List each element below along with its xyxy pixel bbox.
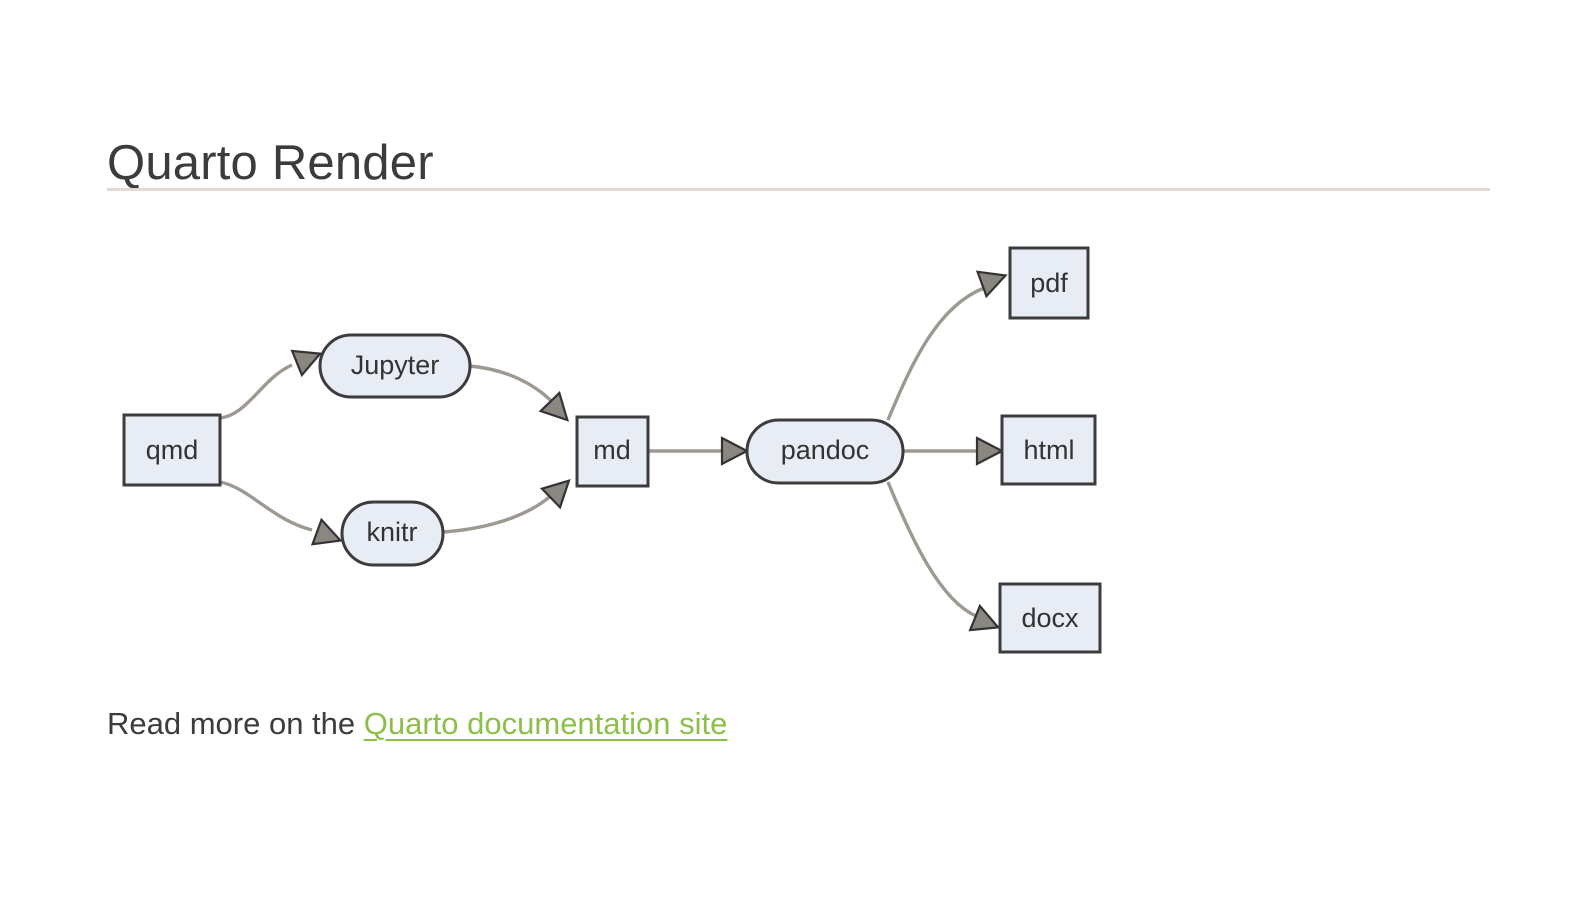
- node-qmd[interactable]: qmd: [122, 413, 222, 487]
- edge-pandoc-to-docx: [886, 481, 977, 618]
- node-pdf-label: pdf: [1030, 268, 1068, 298]
- node-md[interactable]: md: [575, 415, 650, 488]
- arrowhead-into-md-top: [538, 390, 570, 422]
- node-knitr[interactable]: knitr: [340, 500, 445, 567]
- node-html-shape: [1000, 414, 1097, 486]
- node-qmd-shape: [122, 413, 222, 487]
- edge-jupyter-to-md: [469, 364, 558, 408]
- node-md-shape: [575, 415, 650, 488]
- arrowhead-into-pandoc: [720, 436, 750, 466]
- node-pandoc[interactable]: pandoc: [745, 418, 905, 485]
- node-docx[interactable]: docx: [998, 582, 1102, 654]
- node-pandoc-shape: [745, 418, 905, 485]
- node-jupyter-shape: [318, 333, 472, 399]
- title-divider: [107, 188, 1490, 191]
- node-pdf[interactable]: pdf: [1008, 246, 1090, 320]
- flowchart-canvas: qmd Jupyter knitr md pandoc: [122, 246, 1102, 654]
- edge-pandoc-to-pdf: [886, 286, 985, 421]
- node-pandoc-label: pandoc: [781, 435, 870, 465]
- node-jupyter-label: Jupyter: [351, 350, 440, 380]
- arrowhead-group: [290, 270, 1008, 632]
- edge-qmd-to-jupyter: [219, 363, 293, 420]
- arrowhead-into-md-bottom: [539, 478, 571, 510]
- node-html-label: html: [1023, 435, 1074, 465]
- read-more-lead: Read more on the: [107, 706, 364, 741]
- node-docx-label: docx: [1021, 603, 1079, 633]
- arrowhead-into-docx: [968, 603, 1001, 632]
- arrowhead-into-html: [975, 436, 1005, 466]
- quarto-documentation-link[interactable]: Quarto documentation site: [363, 706, 728, 741]
- node-pdf-shape: [1008, 246, 1090, 320]
- node-knitr-label: knitr: [366, 517, 417, 547]
- page-title: Quarto Render: [107, 135, 434, 190]
- node-html[interactable]: html: [1000, 414, 1097, 486]
- node-knitr-shape: [340, 500, 445, 567]
- quarto-render-flowchart: qmd Jupyter knitr md pandoc: [0, 210, 1570, 660]
- arrowhead-into-knitr: [310, 517, 343, 546]
- edge-knitr-to-md: [442, 488, 559, 534]
- edge-group: [219, 286, 985, 618]
- node-md-label: md: [593, 435, 631, 465]
- node-qmd-label: qmd: [146, 435, 199, 465]
- arrowhead-into-pdf: [975, 270, 1008, 299]
- edge-qmd-to-knitr: [219, 480, 313, 532]
- read-more-text: Read more on the Quarto documentation si…: [107, 703, 727, 745]
- node-jupyter[interactable]: Jupyter: [318, 333, 472, 399]
- node-docx-shape: [998, 582, 1102, 654]
- arrowhead-into-jupyter: [290, 349, 323, 378]
